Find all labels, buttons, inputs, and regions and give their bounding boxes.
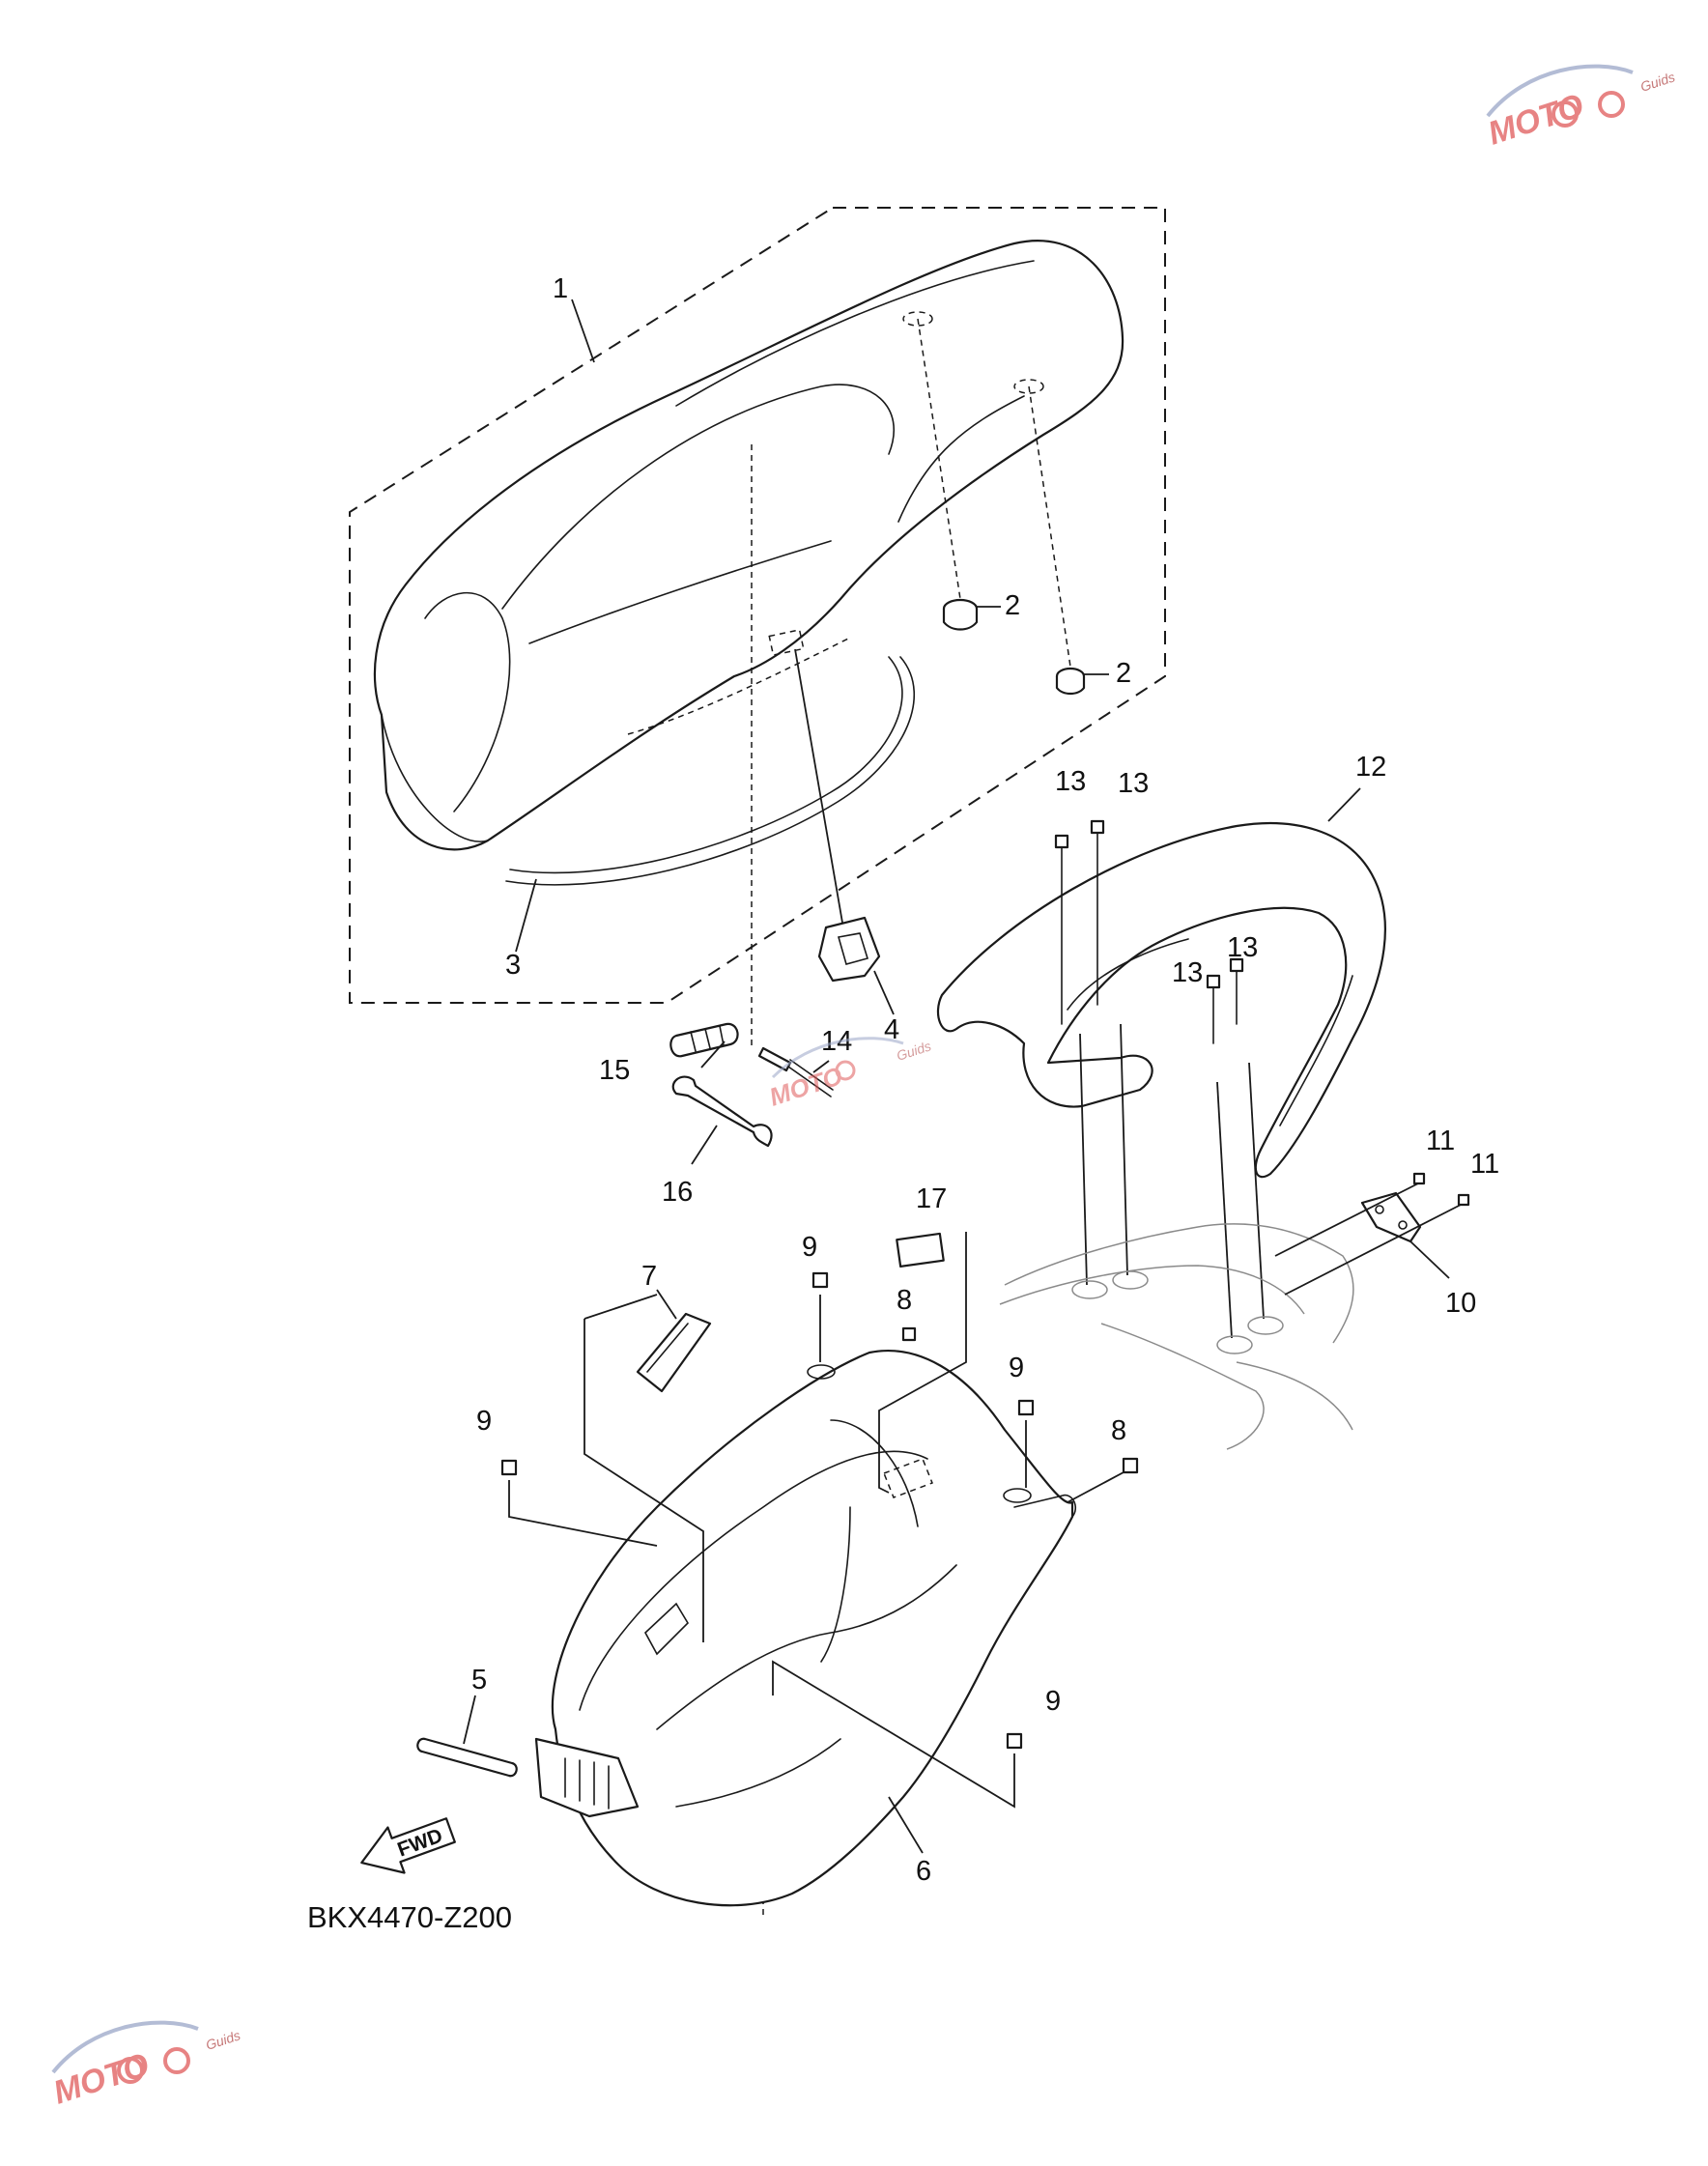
callout-9-left: 9 [476, 1406, 492, 1437]
callout-8-top: 8 [897, 1285, 912, 1316]
seat-damper-rubber-upper [942, 598, 979, 631]
callout-13-b: 13 [1118, 768, 1149, 799]
callout-17: 17 [916, 1183, 947, 1214]
callout-8-right: 8 [1111, 1415, 1126, 1446]
tool-plug [669, 1022, 739, 1058]
watermark-logo-bottom: MOTO Guids [49, 2020, 242, 2112]
caution-label [896, 1232, 945, 1268]
bolt-9-right [1017, 1399, 1035, 1488]
storage-decal-plate [636, 1312, 712, 1393]
callout-9-right: 9 [1009, 1353, 1024, 1383]
watermark-sub-bottom: Guids [204, 2027, 242, 2053]
tool-screwdriver [757, 1046, 834, 1097]
bolt-9-bottom [772, 1660, 1023, 1809]
seat-trim-strip-inner [505, 656, 916, 886]
rear-frame-reference [999, 1223, 1354, 1450]
callout-2-lower: 2 [1116, 658, 1131, 689]
callout-15: 15 [599, 1055, 630, 1086]
forward-direction-arrow: FWD [360, 1817, 456, 1874]
tool-wrench [671, 1075, 773, 1148]
callout-9-top: 9 [802, 1232, 817, 1263]
watermark-brand-top: MOTO [1484, 87, 1588, 152]
watermark-brand-center: MOTO [766, 1061, 846, 1111]
callout-11-right: 11 [1470, 1149, 1499, 1180]
storage-pivot-rod [416, 1737, 518, 1778]
callout-11-left: 11 [1426, 1126, 1455, 1156]
bolt-13-b [1090, 819, 1105, 1006]
seat-trim-strip [509, 656, 903, 874]
watermark-brand-bottom: MOTO [49, 2046, 154, 2111]
diagram-code: BKX4470-Z200 [307, 1900, 512, 1934]
bolt-9-left [500, 1459, 658, 1547]
callout-6: 6 [916, 1856, 931, 1887]
bolt-11-b [1457, 1193, 1470, 1207]
bolt-9-top [811, 1271, 829, 1362]
storage-bin [534, 1350, 1077, 1907]
callout-7: 7 [641, 1261, 657, 1292]
rear-grab-bar [937, 821, 1386, 1179]
seat [373, 240, 1124, 851]
clip-nut-8-top [901, 1326, 917, 1342]
callout-16: 16 [662, 1177, 693, 1208]
callout-3: 3 [505, 950, 521, 981]
callout-13-a: 13 [1055, 766, 1086, 797]
seat-lock-bracket [1360, 1191, 1422, 1243]
bolt-13-d [1229, 957, 1244, 1025]
callout-2-upper: 2 [1005, 590, 1020, 621]
callout-4: 4 [884, 1014, 899, 1045]
seat-damper-rubber-lower [1055, 667, 1086, 696]
callout-12: 12 [1355, 752, 1386, 783]
seat-lock-hook [817, 916, 881, 983]
callout-13-c: 13 [1172, 957, 1203, 988]
seat-assembly-dashed-frame [349, 207, 1166, 1004]
watermark-sub-top: Guids [1638, 69, 1677, 95]
callout-9-bottom: 9 [1045, 1686, 1061, 1717]
bolt-11-a [1412, 1172, 1426, 1185]
bolt-13-a [1054, 834, 1069, 1025]
bolt-13-c [1206, 974, 1221, 1044]
callout-13-d: 13 [1227, 932, 1258, 963]
callout-1: 1 [553, 273, 568, 304]
clip-nut-8-right [1067, 1457, 1139, 1503]
callout-5: 5 [471, 1665, 487, 1696]
watermark-logo-top: MOTO Guids [1484, 64, 1677, 153]
callout-10: 10 [1445, 1288, 1476, 1319]
